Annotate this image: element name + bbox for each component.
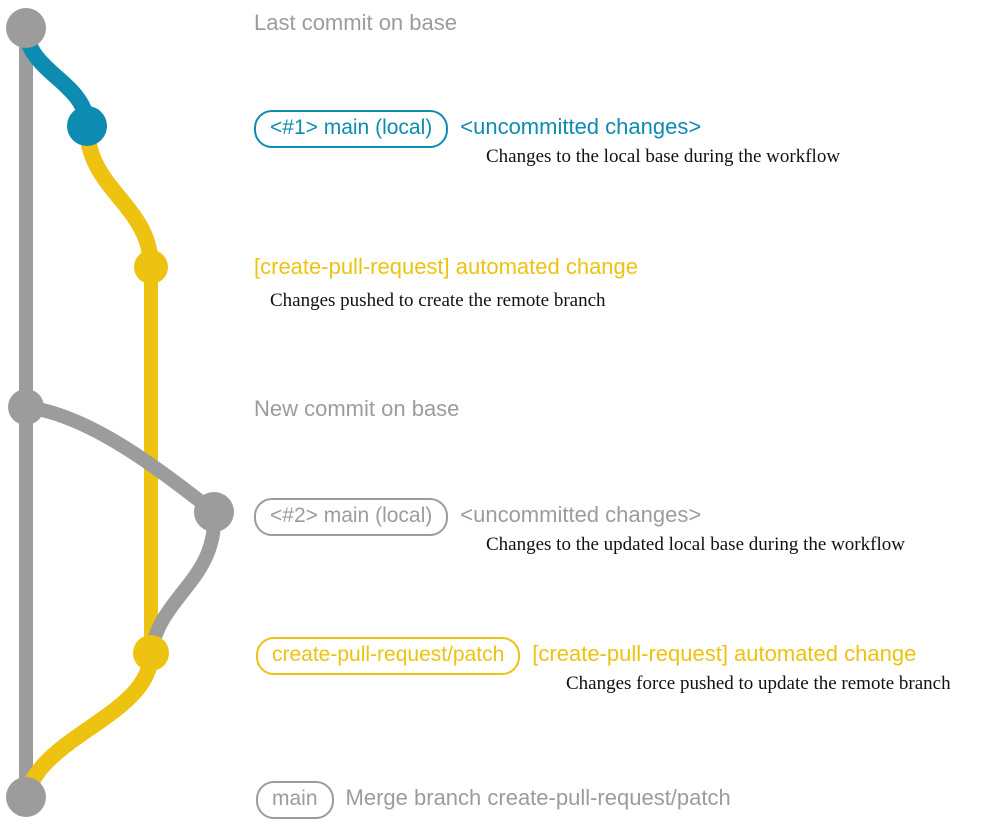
commit-node-last-commit-on-base[interactable] — [6, 8, 46, 48]
commit-row-automated-change-create: [create-pull-request] automated change — [254, 255, 638, 279]
commit-row-automated-change-update: create-pull-request/patch [create-pull-r… — [256, 637, 916, 675]
commit-row-new-commit-on-base: New commit on base — [254, 397, 459, 421]
commit-node-new-commit-on-base[interactable] — [8, 389, 44, 425]
commit-headline: <uncommitted changes> — [460, 502, 702, 527]
commit-caption-automated-change-create: Changes pushed to create the remote bran… — [270, 290, 606, 311]
remote-branch-line-create — [79, 118, 159, 275]
commit-headline: New commit on base — [254, 396, 460, 421]
commit-caption-automated-change-update: Changes force pushed to update the remot… — [566, 673, 951, 694]
commit-headline: [create-pull-request] automated change — [532, 641, 917, 666]
commit-node-automated-change-create[interactable] — [134, 250, 168, 284]
commit-node-local-uncommitted-1[interactable] — [67, 106, 107, 146]
merge-into-base-line — [18, 645, 160, 805]
local-to-patch-line — [144, 505, 222, 660]
commit-node-local-uncommitted-2[interactable] — [194, 492, 234, 532]
branch-badge-main-local-2[interactable]: <#2> main (local) — [254, 498, 449, 536]
commit-caption-local-uncommitted-2: Changes to the updated local base during… — [486, 534, 905, 555]
commit-row-merge-commit: main Merge branch create-pull-request/pa… — [256, 781, 731, 819]
commit-node-merge-commit[interactable] — [6, 777, 46, 817]
commit-headline: Last commit on base — [254, 10, 457, 35]
branch-badge-main[interactable]: main — [256, 781, 334, 819]
branch-badge-main-local-1[interactable]: <#1> main (local) — [254, 110, 449, 148]
commit-row-local-uncommitted-2: <#2> main (local) <uncommitted changes> — [254, 498, 701, 536]
commit-row-last-commit-on-base: Last commit on base — [254, 11, 457, 35]
local-branch-line-2 — [19, 400, 221, 519]
commit-caption-local-uncommitted-1: Changes to the local base during the wor… — [486, 146, 841, 167]
commit-row-local-uncommitted-1: <#1> main (local) <uncommitted changes> — [254, 110, 701, 148]
commit-node-automated-change-update[interactable] — [133, 635, 169, 671]
branch-badge-create-pull-request-patch[interactable]: create-pull-request/patch — [256, 637, 521, 675]
commit-headline: <uncommitted changes> — [460, 114, 702, 139]
commit-headline: [create-pull-request] automated change — [254, 254, 639, 279]
commit-headline: Merge branch create-pull-request/patch — [345, 785, 731, 810]
